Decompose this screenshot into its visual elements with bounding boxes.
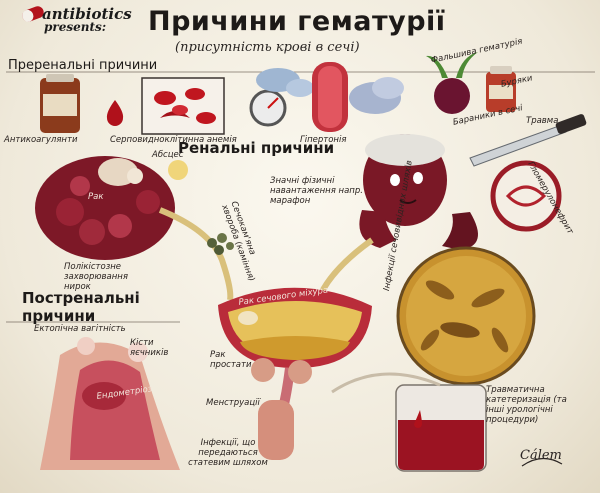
section-postrenal: Постренальні причини	[22, 289, 140, 325]
label-cancer: Рак	[88, 192, 104, 202]
bacteria-culture-icon	[396, 246, 536, 386]
label-prostate-cancer: Рак простати	[210, 350, 252, 370]
runner-kidney-icon	[359, 134, 478, 250]
ureter-left	[158, 207, 234, 301]
signature-flourish	[521, 457, 563, 467]
label-hypertension: Гіпертонія	[300, 135, 347, 145]
sickle-cell-frame	[141, 77, 225, 135]
pill-logo-icon	[22, 6, 44, 22]
label-ectopic: Ектопічна вагітність	[34, 324, 126, 334]
label-std: Інфекції, що передаються статевим шляхом	[188, 438, 268, 468]
label-polycystic: Полікістозне захворювання нирок	[64, 262, 128, 292]
label-anticoagulants: Антикоагулянти	[4, 135, 78, 145]
label-sickle-cell: Серповидноклітинна анемія	[110, 135, 237, 145]
page-title: Причини гематурії	[148, 6, 446, 37]
glomerulus-icon	[490, 160, 562, 232]
label-trauma: Травма	[526, 116, 559, 126]
prostate-icon	[251, 358, 312, 384]
artery-icon	[312, 62, 404, 132]
artist-signature: Cálem	[520, 448, 562, 463]
penis-icon	[258, 400, 294, 460]
blood-pressure-gauge-icon	[249, 68, 314, 127]
label-catheter: Травматична катетеризація (та інші уроло…	[486, 385, 567, 425]
polycystic-kidney-icon	[35, 156, 175, 260]
kidney-stones-icon	[207, 233, 234, 255]
label-abscess: Абсцес	[152, 150, 184, 160]
anticoagulant-bottle-icon	[40, 74, 80, 133]
brand-suffix: presents:	[44, 20, 107, 34]
urine-jar-icon	[486, 66, 516, 112]
catheter-bag-icon	[331, 372, 487, 472]
label-exercise: Значні фізичні навантаження напр. марафо…	[270, 176, 363, 206]
blood-drop-icon	[106, 100, 124, 126]
uterus-icon	[40, 337, 180, 470]
knife-icon	[469, 114, 587, 167]
section-renal: Ренальні причини	[178, 139, 335, 157]
label-ovarian-cysts: Кісти яєчників	[130, 338, 169, 358]
abscess-icon	[168, 160, 188, 180]
brand-name: antibiotics	[42, 5, 132, 23]
bladder-icon	[218, 287, 372, 368]
label-menstruation: Менструації	[206, 398, 260, 408]
page-subtitle: (присутність крові в сечі)	[175, 40, 360, 55]
section-prerenal: Преренальні причини	[8, 58, 158, 73]
beet-icon	[426, 52, 478, 114]
